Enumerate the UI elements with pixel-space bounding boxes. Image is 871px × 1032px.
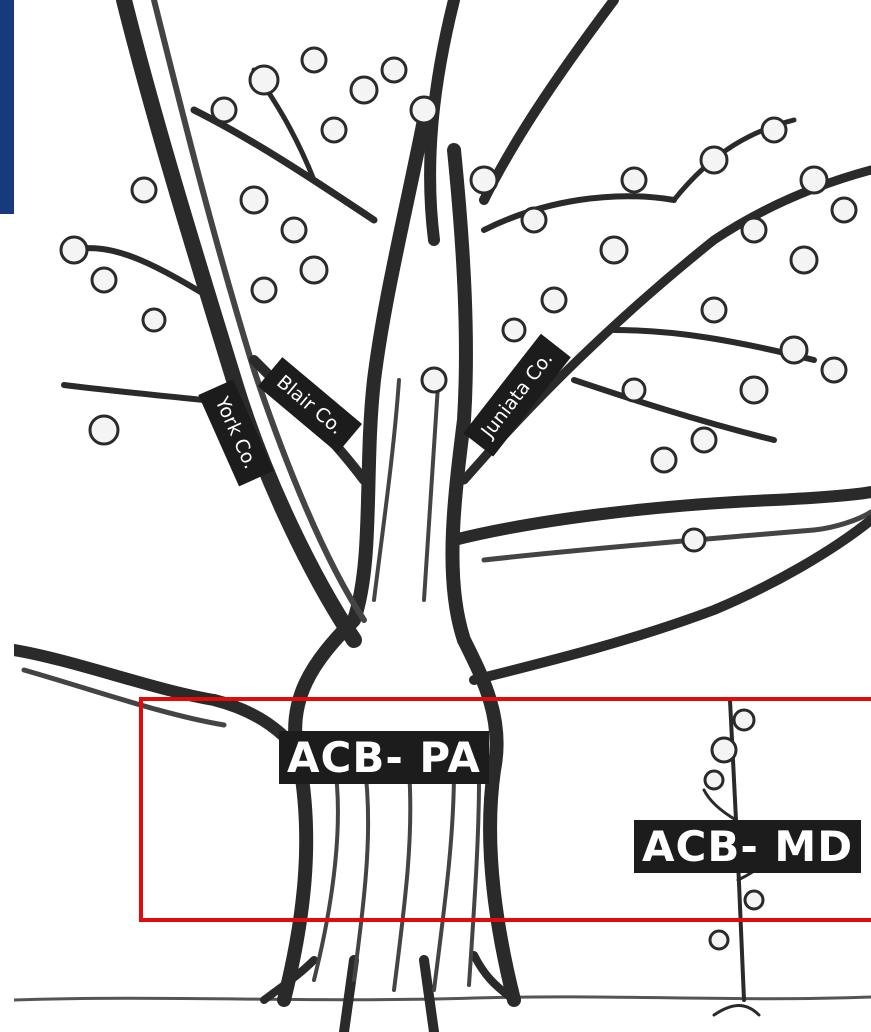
highlight-box xyxy=(139,697,871,922)
